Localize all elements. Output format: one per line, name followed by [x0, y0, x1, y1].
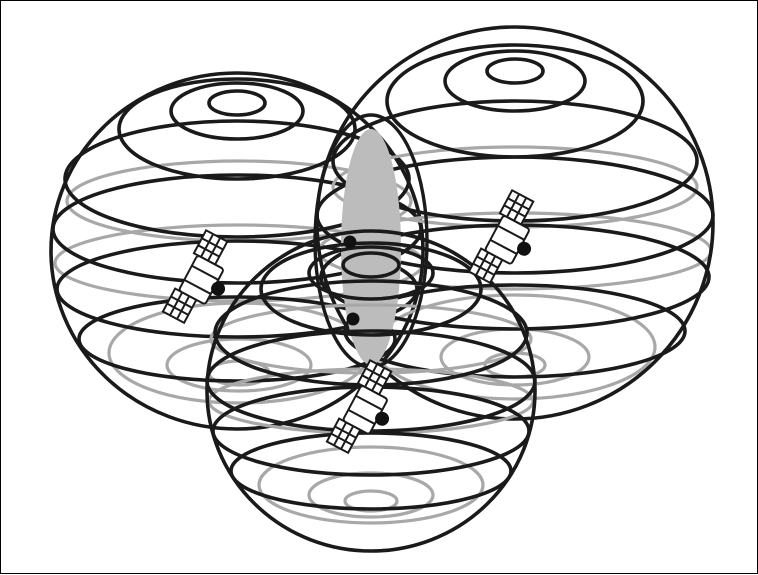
intersection-point-top [344, 236, 357, 249]
intersection-point-bottom [347, 313, 360, 326]
sphere-bottom-front-ring [231, 433, 511, 509]
satellite-icon [469, 190, 552, 292]
sphere-left-front-ring [209, 91, 265, 115]
sphere-right-front-ring [487, 59, 543, 83]
